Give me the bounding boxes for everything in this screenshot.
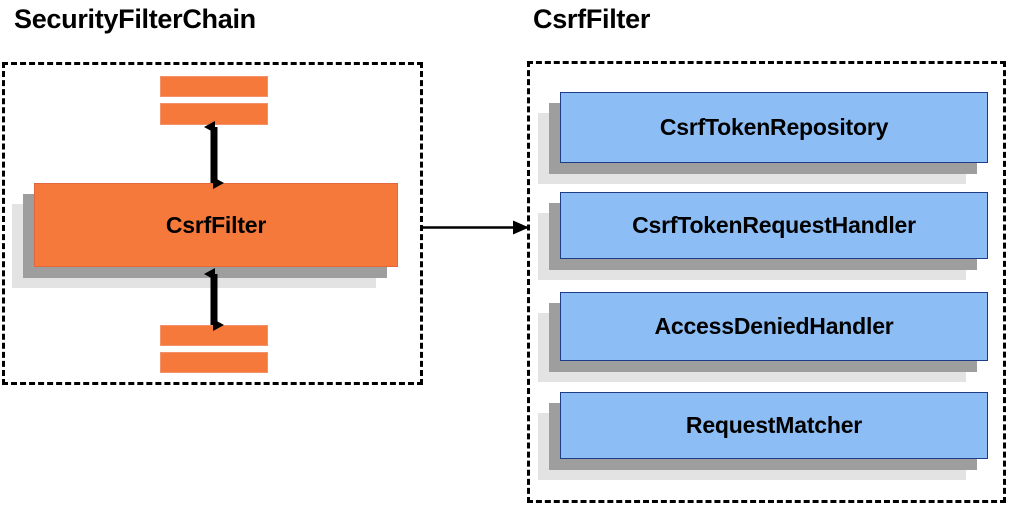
group-csrffilter-detail xyxy=(527,61,1006,503)
component-face xyxy=(560,392,988,459)
page-title-securityfilterchain: SecurityFilterChain xyxy=(14,4,256,34)
page-title-csrffilter: CsrfFilter xyxy=(533,4,651,34)
component-accessdeniedhandler[interactable]: AccessDeniedHandler xyxy=(538,292,988,382)
component-label: CsrfFilter xyxy=(165,211,267,238)
group-securityfilterchain xyxy=(2,62,423,385)
component-label: CsrfTokenRequestHandler xyxy=(632,212,916,238)
component-requestmatcher[interactable]: RequestMatcher xyxy=(538,392,988,480)
component-face xyxy=(560,292,988,361)
component-label: RequestMatcher xyxy=(685,412,863,438)
filter-bar-bottom-2 xyxy=(160,352,268,373)
component-label: CsrfTokenRepository xyxy=(659,114,889,140)
filter-bar-top-2 xyxy=(160,103,268,125)
component-face xyxy=(34,183,398,267)
component-face xyxy=(560,92,988,163)
filter-bar-top-1 xyxy=(160,76,268,97)
component-csrffilter[interactable]: CsrfFilter xyxy=(12,183,398,288)
filter-bar-bottom-1 xyxy=(160,325,268,346)
component-csrftokenrepository[interactable]: CsrfTokenRepository xyxy=(538,92,988,184)
component-csrftokenrequesthandler[interactable]: CsrfTokenRequestHandler xyxy=(538,192,988,280)
component-label: AccessDeniedHandler xyxy=(654,313,894,339)
component-face xyxy=(560,192,988,259)
